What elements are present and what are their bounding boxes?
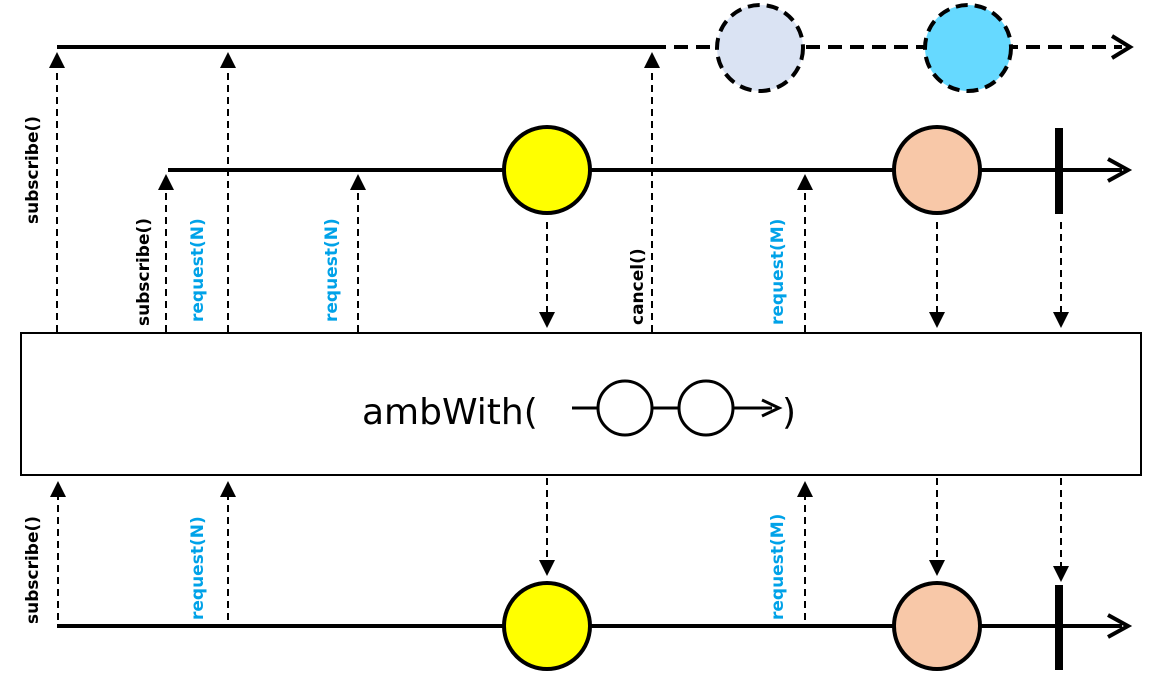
label-request-n-output: request(N) bbox=[188, 516, 208, 620]
label-request-n-source-1: request(N) bbox=[188, 218, 208, 322]
source-2-emissions bbox=[539, 222, 1069, 328]
source-2-peach-marble bbox=[892, 125, 982, 215]
label-subscribe-source-2: subscribe() bbox=[134, 218, 154, 326]
source-2-yellow-marble bbox=[502, 125, 592, 215]
label-request-m-source-2: request(M) bbox=[768, 219, 788, 325]
output-peach-marble bbox=[892, 581, 982, 671]
source-1-faded-marble-1 bbox=[715, 3, 805, 93]
label-cancel: cancel() bbox=[628, 248, 648, 325]
operator-inline-source-icon bbox=[572, 379, 783, 437]
output-emissions bbox=[539, 478, 1069, 582]
downstream-signals bbox=[50, 481, 813, 620]
operator-close-paren: ) bbox=[782, 392, 796, 433]
operator-label: ambWith( bbox=[362, 392, 538, 433]
operator-box bbox=[20, 332, 1142, 476]
label-request-m-output: request(M) bbox=[768, 514, 788, 620]
label-subscribe-output: subscribe() bbox=[23, 516, 43, 624]
source-2-timeline bbox=[168, 157, 1133, 183]
source-1-faded-marble-2 bbox=[923, 3, 1013, 93]
output-yellow-marble bbox=[502, 581, 592, 671]
upstream-signals bbox=[49, 52, 813, 332]
label-request-n-source-2: request(N) bbox=[322, 218, 342, 322]
inline-marble-1 bbox=[596, 379, 654, 437]
inline-marble-2 bbox=[677, 379, 735, 437]
label-subscribe-source-1: subscribe() bbox=[23, 116, 43, 224]
